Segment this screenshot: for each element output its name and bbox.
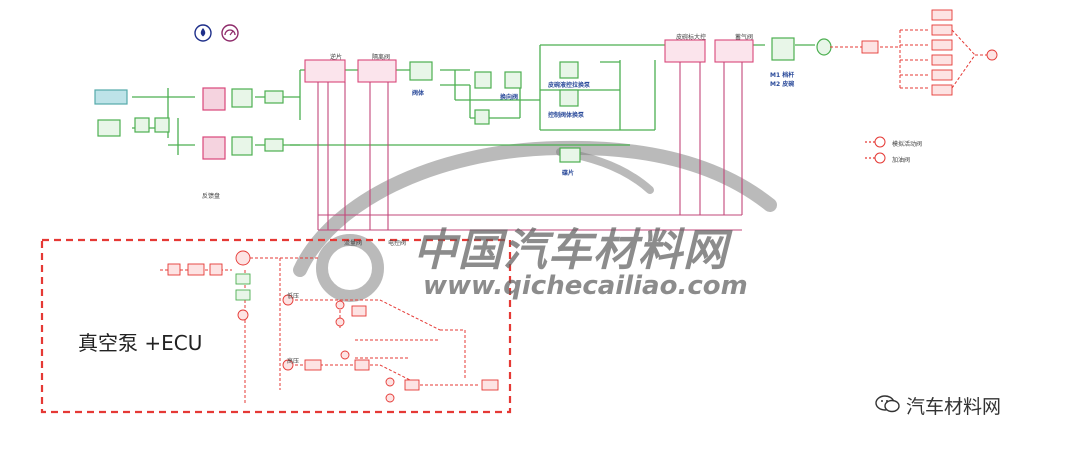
motor-a bbox=[231, 88, 253, 108]
pink-lines bbox=[317, 62, 743, 231]
label-drive-motor: 换向阀 bbox=[500, 94, 519, 101]
green-components bbox=[94, 37, 832, 163]
label-high: 高压 bbox=[287, 358, 300, 365]
label-top-c: 皮碗标大控 bbox=[676, 34, 707, 41]
brand-name: 汽车材料网 bbox=[906, 396, 1002, 418]
cylinder-block bbox=[409, 61, 433, 81]
filter-a bbox=[264, 90, 284, 104]
red-outlet-boxes bbox=[861, 9, 998, 96]
water-drop-icon bbox=[194, 24, 212, 42]
label-fan-reservoir: 反馈盘 bbox=[202, 193, 221, 200]
label-sensor-box: 碟片 bbox=[562, 170, 575, 177]
pump-a bbox=[97, 119, 121, 137]
legend-label-a: 模拟活动阀 bbox=[892, 141, 923, 148]
wechat-icon bbox=[875, 395, 900, 413]
pump-block bbox=[474, 71, 492, 89]
ctrl-block bbox=[474, 109, 490, 125]
m-block bbox=[771, 37, 795, 61]
legend-label-b: 加油阀 bbox=[892, 157, 911, 164]
watermark-site-name: 中国汽车材料网 bbox=[413, 225, 728, 276]
vacuum-circuit bbox=[160, 257, 480, 405]
filter-b bbox=[264, 138, 284, 152]
outlet-valve bbox=[816, 38, 832, 56]
label-mid-a: 流量阀 bbox=[344, 240, 363, 247]
label-mid-b: 电控阀 bbox=[388, 240, 407, 247]
label-cylinder: 阀体 bbox=[412, 90, 425, 97]
vacuum-components bbox=[167, 250, 499, 403]
accumulator-b bbox=[202, 136, 226, 160]
watermark-site-url: www.qichecailiao.com bbox=[423, 271, 748, 301]
valve-block-a bbox=[559, 61, 579, 79]
valve-a bbox=[134, 117, 150, 133]
motor-b bbox=[231, 136, 253, 156]
manifold-c bbox=[664, 39, 706, 63]
inlet-block bbox=[94, 89, 128, 105]
gauge-icon bbox=[221, 24, 239, 42]
label-top-a: 逆片 bbox=[330, 54, 343, 61]
drive-block bbox=[504, 71, 522, 89]
legend-markers bbox=[865, 136, 886, 164]
label-control-valve: 控制阀体换泵 bbox=[548, 112, 585, 119]
label-m2: M2 皮碗 bbox=[770, 81, 795, 88]
manifold-a bbox=[304, 59, 346, 83]
manifold-d bbox=[714, 39, 754, 63]
label-low: 低压 bbox=[287, 293, 300, 300]
vacuum-ecu-label: 真空泵 +ECU bbox=[78, 331, 203, 355]
label-pressure-pump: 皮碗液控拉换泵 bbox=[548, 82, 591, 89]
label-top-b: 隔离阀 bbox=[372, 54, 391, 61]
label-m1: M1 档杆 bbox=[770, 72, 795, 79]
pink-manifolds bbox=[304, 39, 754, 83]
accumulator-a bbox=[202, 87, 226, 111]
vacuum-ecu-box bbox=[40, 238, 512, 414]
manifold-b bbox=[357, 59, 397, 83]
valve-block-b bbox=[559, 89, 579, 107]
label-top-d: 蓄气阀 bbox=[735, 34, 754, 41]
sensor-block bbox=[559, 147, 581, 163]
red-outlet bbox=[830, 29, 990, 89]
valve-b bbox=[154, 117, 170, 133]
